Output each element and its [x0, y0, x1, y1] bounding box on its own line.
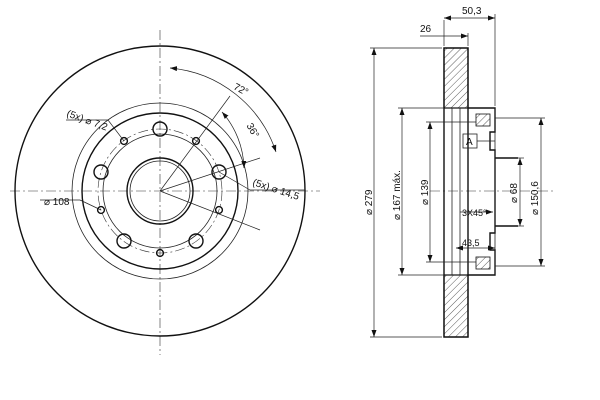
bolt-hole — [152, 121, 168, 137]
dia-68-label: ⌀ 68 — [509, 183, 520, 203]
dia-150-6-label: ⌀ 150,6 — [530, 181, 541, 215]
dim-50-3-label: 50,3 — [462, 6, 482, 17]
pilot-hole — [119, 136, 129, 146]
hat-flange-hatch-top — [475, 113, 491, 127]
angle-36-arc — [221, 111, 247, 169]
friction-ring-section-bottom — [443, 274, 469, 338]
leader-hole-small — [107, 119, 125, 142]
dim-26-label: 26 — [420, 24, 432, 35]
bolt-holes-large — [93, 121, 227, 249]
leader-hole-large — [218, 171, 251, 191]
side-view: 50,3 26 ⌀ 279 ⌀ 167 máx. ⌀ 139 ⌀ 68 ⌀ 15… — [364, 6, 555, 338]
dia-139-label: ⌀ 139 — [420, 179, 431, 205]
pilot-hole — [155, 248, 165, 258]
disc-inner-ring — [71, 102, 249, 280]
dim-43-5-label: 43,5 — [462, 238, 480, 248]
bolt-hole — [211, 164, 227, 180]
angle-72-label: 72° — [231, 82, 250, 99]
pilot-hole — [214, 205, 224, 215]
pilot-hole — [96, 205, 106, 215]
dia-279-label: ⌀ 279 — [364, 189, 375, 215]
bolt-hole — [116, 233, 132, 249]
angle-ref-line — [159, 190, 261, 231]
bolt-circle — [97, 128, 223, 254]
pcd-label: ⌀ 108 — [44, 197, 70, 208]
hat-flange-hatch-bottom — [475, 256, 491, 270]
friction-ring-section-top — [443, 47, 469, 109]
disc-section-outline — [443, 47, 469, 338]
center-bore — [126, 157, 194, 225]
hat-section — [468, 107, 496, 276]
dia-167-label: ⌀ 167 máx. — [392, 170, 403, 220]
bolt-hole — [188, 233, 204, 249]
angle-72-arc — [169, 66, 277, 153]
bolt-hole — [93, 164, 109, 180]
hole-large-label: (5x) ⌀ 14,5 — [251, 177, 301, 203]
datum-a-label: A — [466, 137, 473, 148]
chamfer-label: 3X45° — [462, 208, 487, 218]
hat-outer-edge — [81, 112, 239, 270]
angle-36-label: 36° — [244, 122, 261, 141]
front-view: 72° 36° (5x) ⌀ 7,2 (5x) ⌀ 14,5 ⌀ 108 — [10, 30, 320, 355]
vent-vanes — [451, 108, 461, 275]
center-bore-chamfer — [129, 160, 191, 222]
hole-small-label: (5x) ⌀ 7,2 — [65, 108, 109, 133]
hat-step — [102, 133, 218, 249]
disc-outer-edge — [14, 45, 306, 337]
leader-pcd — [79, 199, 102, 211]
